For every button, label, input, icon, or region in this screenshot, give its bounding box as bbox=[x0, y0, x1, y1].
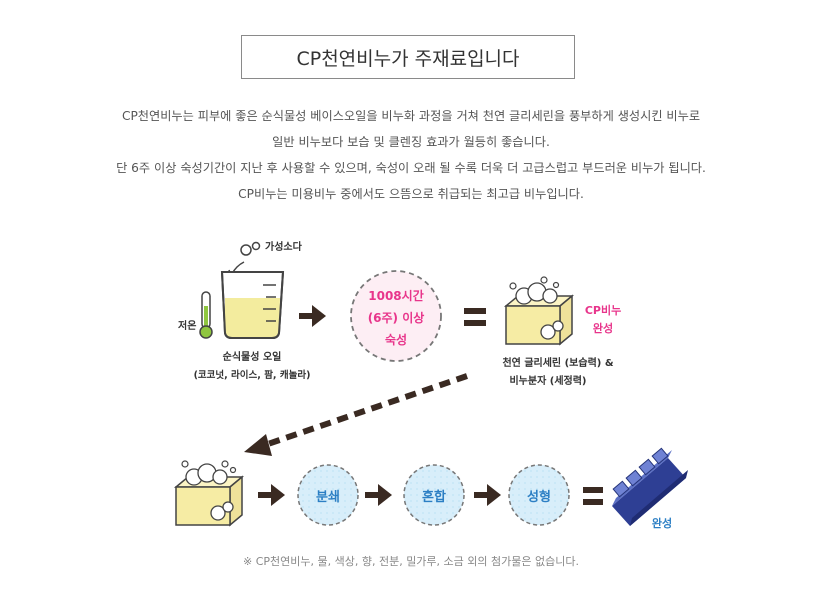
aging-circle: 1008시간 (6주) 이상 숙성 bbox=[350, 270, 442, 362]
result-label: 비누분자 (세정력) bbox=[509, 374, 586, 387]
step-grind-circle: 분쇄 bbox=[297, 464, 359, 526]
equals-icon bbox=[464, 308, 486, 326]
intro-line: 일반 비누보다 보습 및 클렌징 효과가 월등히 좋습니다. bbox=[272, 135, 550, 149]
arrow-right-icon bbox=[365, 484, 392, 506]
aging-text-line: 1008시간 bbox=[368, 288, 423, 303]
aging-text-line: 숙성 bbox=[385, 333, 407, 347]
cp-soap-text: 완성 bbox=[593, 321, 613, 335]
intro-line: CP천연비누는 피부에 좋은 순식물성 베이스오일을 비누화 과정을 거쳐 천연… bbox=[121, 109, 701, 123]
caustic-soda-bubbles-icon bbox=[228, 241, 261, 277]
soap-bar-icon bbox=[503, 276, 575, 346]
page-title: CP천연비누가 주재료입니다 bbox=[241, 35, 575, 79]
step-grind-label: 분쇄 bbox=[316, 489, 340, 505]
step-mold-label: 성형 bbox=[527, 489, 551, 505]
soap-bar-icon bbox=[173, 460, 245, 527]
footer-note: ※ CP천연비누, 물, 색상, 향, 전분, 밀가루, 소금 외의 첨가물은 … bbox=[243, 555, 579, 568]
blue-soap-loaf-icon bbox=[612, 447, 688, 526]
aging-text-line: (6주) 이상 bbox=[368, 310, 425, 325]
complete-label: 완성 bbox=[652, 516, 672, 530]
low-temp-label: 저온 bbox=[178, 319, 196, 332]
arrow-right-icon bbox=[299, 305, 326, 327]
intro-text: CP천연비누는 피부에 좋은 순식물성 베이스오일을 비누화 과정을 거쳐 천연… bbox=[0, 103, 822, 207]
dashed-arrow-icon bbox=[244, 373, 468, 456]
beaker-icon bbox=[220, 271, 285, 339]
page-title-text: CP천연비누가 주재료입니다 bbox=[296, 47, 520, 70]
result-label: 천연 글리세린 (보습력) & bbox=[502, 356, 613, 369]
caustic-soda-label: 가성소다 bbox=[265, 240, 303, 253]
arrow-right-icon bbox=[258, 484, 285, 506]
cp-soap-text: CP비누 bbox=[585, 303, 621, 317]
step-mix-circle: 혼합 bbox=[403, 464, 465, 526]
arrow-right-icon bbox=[474, 484, 501, 506]
oil-label: 순식물성 오일 bbox=[223, 350, 282, 363]
equals-icon bbox=[583, 487, 603, 505]
step-mold-circle: 성형 bbox=[508, 464, 570, 526]
oil-types-label: (코코넛, 라이스, 팜, 캐놀라) bbox=[194, 369, 311, 381]
intro-line: 단 6주 이상 숙성기간이 지난 후 사용할 수 있으며, 숙성이 오래 될 수… bbox=[116, 161, 706, 175]
thermometer-icon bbox=[199, 291, 213, 339]
intro-line: CP비누는 미용비누 중에서도 으뜸으로 취급되는 최고급 비누입니다. bbox=[238, 187, 584, 201]
step-mix-label: 혼합 bbox=[422, 489, 446, 505]
